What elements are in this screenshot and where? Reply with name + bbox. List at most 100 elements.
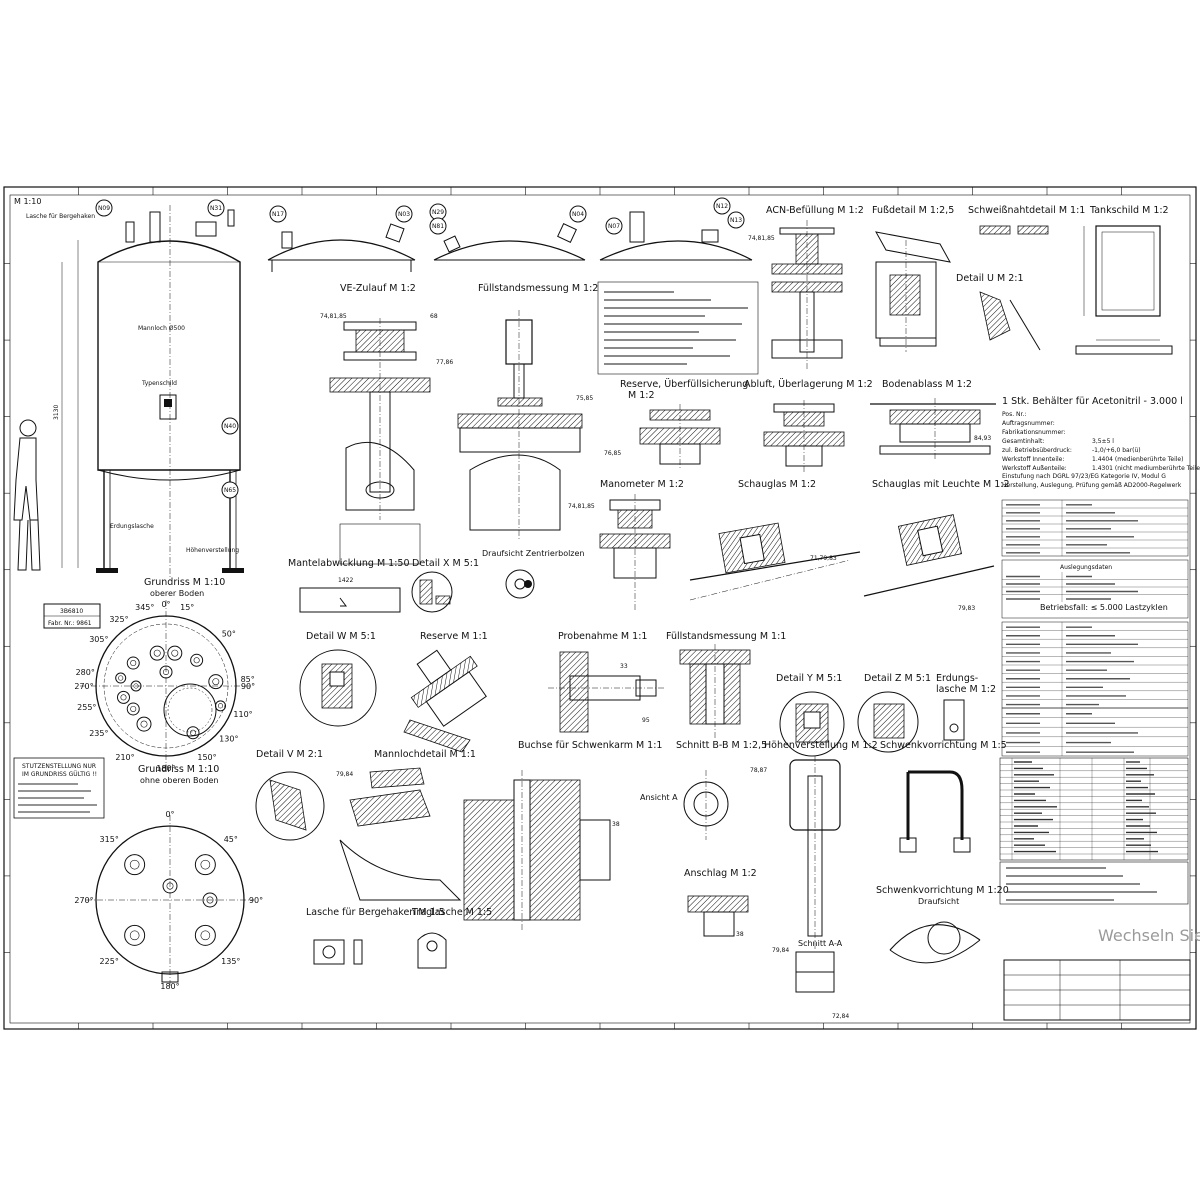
- sight-glass-light-title: Schauglas mit Leuchte M 1:2: [872, 479, 1010, 490]
- vent-detail: Abluft, Überlagerung M 1:2: [744, 379, 873, 472]
- nozzle-label: N65: [224, 487, 236, 494]
- nameplate-label: Typenschild: [141, 380, 177, 387]
- grundriss-bottom-sub: ohne oberen Boden: [140, 776, 219, 785]
- nozzle-label: N09: [98, 205, 110, 212]
- ve-dim-b: 68: [430, 313, 438, 320]
- nozzle-label: N81: [432, 223, 444, 230]
- sampling-detail: Probenahme M 1:1 33 95: [548, 631, 664, 733]
- angle-label: 315°: [100, 835, 119, 844]
- spec-value: 1.4301 (nicht mediumberührte Teile): [1092, 465, 1200, 472]
- shell-dev-width: 1422: [338, 577, 353, 584]
- sheet-frame: [3, 186, 1197, 1030]
- spec-heading: 1 Stk. Behälter für Acetonitril - 3.000 …: [1002, 396, 1183, 407]
- swivel-plan-title: Schwenkvorrichtung M 1:20: [876, 885, 1009, 896]
- nozzle-bubble: N09: [95, 199, 113, 217]
- bush-dim: 38: [612, 821, 620, 828]
- nozzle-bubble: N17: [269, 205, 287, 223]
- manhole-label: Mannloch Ø500: [138, 325, 185, 332]
- plan-nozzle: [126, 656, 140, 670]
- angle-label: 180°: [156, 764, 175, 773]
- nameplate-box: 3B6810 Fabr. Nr.: 9861: [43, 603, 101, 629]
- sight-glass-light-detail: Schauglas mit Leuchte M 1:2 79,83: [863, 479, 1010, 612]
- note-heading-1: STUTZENSTELLUNG NUR: [22, 763, 96, 770]
- height-adj-title: Höhenverstellung M 1:2: [764, 740, 878, 751]
- sampling-dim-b: 95: [642, 717, 650, 724]
- manometer-title: Manometer M 1:2: [600, 479, 684, 490]
- bottom-drain-title: Bodenablass M 1:2: [882, 379, 972, 390]
- plan-nozzle: [167, 645, 183, 661]
- angle-label: 345°: [135, 603, 154, 612]
- spec-label: Werkstoff Außenteile:: [1002, 465, 1067, 472]
- nozzle-bubble: N03: [395, 205, 413, 223]
- operating-heading: Betriebsfall: ≤ 5.000 Lastzyklen: [1040, 603, 1168, 612]
- angle-label: 85°: [241, 675, 255, 684]
- spec-label: Pos. Nr.:: [1002, 411, 1026, 418]
- angle-label: 90°: [241, 682, 255, 691]
- angle-label: 45°: [224, 835, 238, 844]
- level-measure-title: Füllstandsmessung M 1:2: [478, 283, 598, 294]
- plan-nozzle: [136, 716, 152, 732]
- angle-label: 235°: [89, 729, 108, 738]
- spec-value: -1,0/+6,0 bar(ü): [1092, 447, 1141, 454]
- spec-value: 1.4404 (medienberührte Teile): [1092, 456, 1183, 463]
- angle-label: 90°: [249, 896, 263, 905]
- swivel-dev-title: Schwenkvorrichtung M 1:5: [880, 740, 1007, 751]
- angle-label: 270°: [74, 682, 93, 691]
- angle-label: 110°: [233, 710, 252, 719]
- section-bb-title: Schnitt B-B M 1:2,5: [676, 740, 767, 751]
- section-bb: Schnitt B-B M 1:2,5 Ansicht A: [640, 740, 767, 840]
- angle-label: 15°: [180, 603, 194, 612]
- plan-without-top: Grundriss M 1:10 ohne oberen Boden 0°45°…: [74, 764, 263, 991]
- tank-shield-title: Tankschild M 1:2: [1089, 205, 1169, 216]
- nozzle-label: N40: [224, 423, 236, 430]
- plan-nozzle: [194, 854, 216, 876]
- angle-label: 180°: [160, 982, 179, 991]
- detail-v-title: Detail V M 2:1: [256, 749, 323, 760]
- spec-label: Werkstoff Innenteile:: [1002, 456, 1064, 463]
- manometer-detail: Manometer M 1:2 74,81,85: [568, 479, 684, 610]
- sight-glass-dim: 71,79,83: [810, 555, 837, 562]
- level-1-1: Füllstandsmessung M 1:1: [666, 631, 786, 740]
- height-adj-dim: 78,87: [750, 767, 767, 774]
- angle-label: 150°: [197, 753, 216, 762]
- reserve-11-title: Reserve M 1:1: [420, 631, 488, 642]
- design-data-heading: Auslegungsdaten: [1060, 564, 1112, 571]
- top-head-view-1: [267, 223, 416, 272]
- acn-dim: 74,81,85: [748, 235, 775, 242]
- bottom-drain-detail: Bodenablass M 1:2 84,93: [870, 379, 996, 460]
- angle-label: 255°: [77, 703, 96, 712]
- sight-glass-detail: Schauglas M 1:2 71,79,83: [689, 479, 861, 601]
- detail-u-title: Detail U M 2:1: [956, 273, 1023, 284]
- plan-view-title: Draufsicht Zentrierbolzen: [482, 549, 585, 558]
- nameplate-line1: 3B6810: [60, 608, 83, 615]
- carry-lug-detail: Traglasche M 1:5: [411, 907, 492, 969]
- plan-nozzle: [186, 726, 200, 740]
- drain-dim: 84,93: [974, 435, 991, 442]
- nozzle-bubble: N12: [713, 197, 731, 215]
- grundriss-top-sub: oberer Boden: [150, 589, 204, 598]
- title-block: Wechseln Sie z: [999, 757, 1200, 1021]
- stop-detail: Anschlag M 1:2 38: [684, 868, 757, 938]
- angle-label: 225°: [100, 957, 119, 966]
- nozzle-label: N13: [730, 217, 742, 224]
- tank-shield: Tankschild M 1:2: [1075, 205, 1173, 355]
- angle-label: 270°: [74, 896, 93, 905]
- angle-label: 0°: [161, 600, 170, 609]
- view-a-title: Ansicht A: [640, 793, 678, 802]
- plan-nozzle: [194, 924, 216, 946]
- nozzle-label: N17: [272, 211, 284, 218]
- plan-nozzle: [208, 674, 224, 690]
- nozzle-bubble: N65: [221, 481, 239, 499]
- nozzle-label: N07: [608, 223, 620, 230]
- spec-label: zul. Betriebsüberdruck:: [1002, 447, 1072, 454]
- nozzle-label: N04: [572, 211, 584, 218]
- detail-x-title: Detail X M 5:1: [412, 558, 479, 569]
- manhole-detail: Mannlochdetail M 1:1 79,84: [336, 749, 476, 901]
- nozzle-bubble: N31: [207, 199, 225, 217]
- spec-value: 3,5±5 l: [1092, 438, 1114, 445]
- reserve-overfill-scale: M 1:2: [628, 390, 655, 401]
- angle-label: 50°: [222, 629, 236, 638]
- spec-label: Gesamtinhalt:: [1002, 438, 1044, 445]
- ground-lug-label: Erdungslasche: [110, 523, 154, 530]
- nozzle-bubble: N81: [429, 217, 447, 235]
